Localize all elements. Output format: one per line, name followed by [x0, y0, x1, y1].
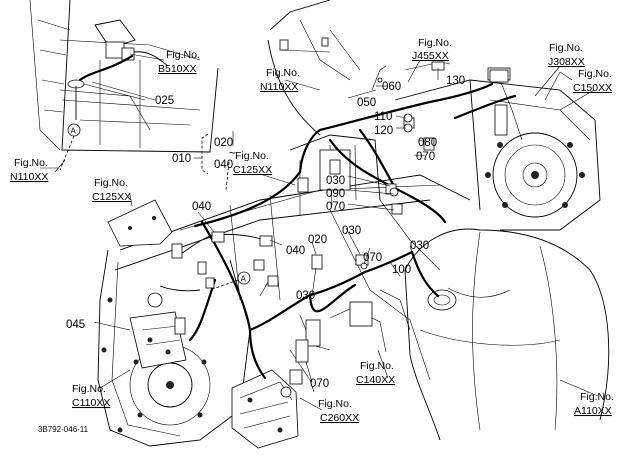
svg-text:C150XX: C150XX	[573, 82, 612, 94]
svg-text:Fig.No.: Fig.No.	[549, 42, 583, 54]
svg-text:C125XX: C125XX	[233, 164, 272, 176]
svg-text:Fig.No.: Fig.No.	[166, 49, 200, 61]
svg-text:Fig.No.: Fig.No.	[72, 383, 106, 395]
inset-top-right	[267, 0, 451, 136]
part-070-d: 070	[310, 378, 329, 390]
svg-text:Fig.No.: Fig.No.	[94, 177, 128, 189]
group-bracket	[194, 133, 209, 175]
part-040-a: 040	[214, 159, 233, 171]
part-130: 130	[446, 75, 465, 87]
main-housing	[97, 67, 610, 449]
callout-a-main: A	[209, 271, 251, 291]
tilde: ~	[229, 148, 236, 160]
document-id: 3B792-046-11	[38, 425, 89, 434]
part-030-b: 030	[342, 225, 361, 237]
svg-text:Fig.No.: Fig.No.	[14, 157, 48, 169]
part-070-a: 070	[416, 151, 435, 163]
part-060: 060	[382, 81, 401, 93]
part-040-b: 040	[192, 201, 211, 213]
part-070-c: 070	[363, 252, 382, 264]
wiring-harness	[159, 69, 517, 380]
svg-text:Fig.No.: Fig.No.	[418, 37, 452, 49]
svg-text:Fig.No.: Fig.No.	[318, 398, 352, 410]
svg-text:C110XX: C110XX	[72, 397, 110, 409]
fig-ref-c140xx: Fig.No. C140XX	[356, 360, 395, 386]
fig-ref-n110xx-inset: Fig.No. N110XX	[10, 157, 48, 183]
part-030-c: 030	[410, 240, 429, 252]
svg-text:Fig.No.: Fig.No.	[360, 360, 394, 372]
fig-ref-j455xx: Fig.No. J455XX	[412, 37, 452, 62]
svg-text:Fig.No.: Fig.No.	[580, 391, 614, 403]
bracket-c125	[107, 199, 173, 247]
part-040-c: 040	[286, 245, 305, 257]
svg-text:N110XX: N110XX	[260, 81, 298, 93]
svg-text:N110XX: N110XX	[10, 171, 48, 183]
part-030-a: 030	[326, 175, 345, 187]
svg-text:C260XX: C260XX	[320, 412, 359, 424]
svg-text:Fig.No.: Fig.No.	[266, 67, 300, 79]
inset-top-left: A	[29, 0, 219, 173]
fig-ref-c110xx: Fig.No. C110XX	[72, 383, 110, 409]
svg-text:J308XX: J308XX	[548, 56, 585, 68]
fig-ref-j308xx: Fig.No. J308XX	[548, 42, 585, 68]
part-010: 010	[172, 153, 191, 165]
fig-ref-c125xx-top: Fig.No. C125XX	[233, 150, 272, 176]
svg-text:Fig.No.: Fig.No.	[235, 150, 269, 162]
fig-ref-c125xx-left: Fig.No. C125XX	[92, 177, 131, 203]
figure-references: Fig.No. B510XX Fig.No. N110XX Fig.No. J4…	[10, 37, 614, 424]
part-120: 120	[374, 125, 393, 137]
part-numbers: 025 050 060 130 110 120 080 070 010 020 …	[66, 75, 465, 390]
leader-lines	[40, 53, 599, 411]
svg-text:Fig.No.: Fig.No.	[578, 68, 612, 80]
part-020-b: 020	[308, 234, 327, 246]
part-045: 045	[66, 319, 85, 331]
svg-text:C140XX: C140XX	[356, 374, 395, 386]
part-080: 080	[418, 137, 437, 149]
svg-text:J455XX: J455XX	[412, 50, 449, 62]
part-100: 100	[392, 264, 411, 276]
svg-text:B510XX: B510XX	[158, 63, 197, 75]
svg-text:A110XX: A110XX	[574, 405, 612, 417]
svg-text:A: A	[241, 275, 247, 284]
part-110: 110	[374, 111, 392, 123]
part-030-d: 030	[296, 290, 315, 302]
fig-ref-n110xx-top: Fig.No. N110XX	[260, 67, 300, 93]
part-070-b: 070	[326, 201, 345, 213]
svg-text:C125XX: C125XX	[92, 191, 131, 203]
part-025: 025	[155, 95, 174, 107]
fig-ref-c260xx: Fig.No. C260XX	[318, 398, 359, 424]
fig-ref-a110xx: Fig.No. A110XX	[574, 391, 614, 417]
part-050: 050	[357, 97, 376, 109]
part-020: 020	[214, 137, 233, 149]
fig-ref-b510xx: Fig.No. B510XX	[158, 49, 200, 75]
callout-a-inset: A	[71, 127, 77, 136]
fig-ref-c150xx: Fig.No. C150XX	[573, 68, 612, 94]
part-090: 090	[326, 188, 345, 200]
